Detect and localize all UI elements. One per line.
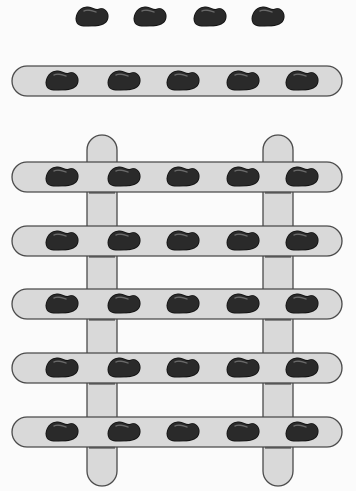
single-stick-bean-2 — [108, 71, 140, 90]
loose-beans — [76, 7, 284, 26]
loose-bean-3-body — [194, 7, 226, 26]
raft-row-4-bean-2-body — [108, 358, 140, 377]
single-stick-group — [12, 66, 342, 96]
single-stick-bean-3-body — [167, 71, 199, 90]
raft-row-4-bean-1 — [46, 358, 78, 377]
single-stick-bean-5-body — [286, 71, 318, 90]
raft-row-1-bean-3 — [167, 167, 199, 186]
raft-row-2-bean-5 — [286, 231, 318, 250]
raft-row-3-bean-4 — [227, 294, 259, 313]
raft-row-4-bean-5 — [286, 358, 318, 377]
raft-row-5-bean-1 — [46, 422, 78, 441]
raft-row-4-bean-3-body — [167, 358, 199, 377]
raft-row-1-bean-1 — [46, 167, 78, 186]
raft-row-3-bean-4-body — [227, 294, 259, 313]
raft-row-3-bean-5 — [286, 294, 318, 313]
raft-row-2-bean-3 — [167, 231, 199, 250]
raft-row-1-bean-1-body — [46, 167, 78, 186]
single-stick-bean-1 — [46, 71, 78, 90]
loose-bean-1 — [76, 7, 108, 26]
raft-row-1-bean-5 — [286, 167, 318, 186]
bean-raft — [12, 135, 342, 486]
raft-row-4-bean-3 — [167, 358, 199, 377]
single-stick-bean-3 — [167, 71, 199, 90]
raft-row-5-bean-1-body — [46, 422, 78, 441]
raft-row-1-bean-2 — [108, 167, 140, 186]
raft-row-1-bean-5-body — [286, 167, 318, 186]
raft-row-5-bean-3 — [167, 422, 199, 441]
single-stick-bean-5 — [286, 71, 318, 90]
raft-row-3 — [12, 289, 342, 320]
loose-bean-4 — [252, 7, 284, 26]
loose-bean-2-body — [134, 7, 166, 26]
raft-row-3-bean-1 — [46, 294, 78, 313]
raft-row-3-bean-5-body — [286, 294, 318, 313]
raft-row-4-bean-4-body — [227, 358, 259, 377]
raft-row-2-bean-2 — [108, 231, 140, 250]
single-stick-bean-1-body — [46, 71, 78, 90]
raft-row-5-bean-5 — [286, 422, 318, 441]
loose-bean-1-body — [76, 7, 108, 26]
raft-row-2-bean-4-body — [227, 231, 259, 250]
raft-row-3-bean-3-body — [167, 294, 199, 313]
raft-row-5-bean-5-body — [286, 422, 318, 441]
raft-row-3-bean-3 — [167, 294, 199, 313]
raft-row-5 — [12, 417, 342, 448]
raft-row-3-bean-2 — [108, 294, 140, 313]
raft-row-2-bean-2-body — [108, 231, 140, 250]
raft-row-2-bean-1 — [46, 231, 78, 250]
raft-row-3-bean-2-body — [108, 294, 140, 313]
single-stick-bean-4-body — [227, 71, 259, 90]
raft-row-5-bean-4-body — [227, 422, 259, 441]
loose-bean-3 — [194, 7, 226, 26]
raft-row-4-bean-4 — [227, 358, 259, 377]
raft-row-5-bean-3-body — [167, 422, 199, 441]
raft-row-5-bean-4 — [227, 422, 259, 441]
raft-row-3-bean-1-body — [46, 294, 78, 313]
raft-row-2 — [12, 226, 342, 257]
single-stick-bean-2-body — [108, 71, 140, 90]
raft-row-1-bean-4-body — [227, 167, 259, 186]
raft-row-4-bean-2 — [108, 358, 140, 377]
raft-row-1-bean-4 — [227, 167, 259, 186]
raft-row-1-bean-2-body — [108, 167, 140, 186]
raft-row-5-bean-2-body — [108, 422, 140, 441]
loose-bean-4-body — [252, 7, 284, 26]
raft-row-2-bean-5-body — [286, 231, 318, 250]
loose-bean-2 — [134, 7, 166, 26]
raft-row-1 — [12, 162, 342, 193]
raft-row-1-bean-3-body — [167, 167, 199, 186]
raft-row-4-bean-5-body — [286, 358, 318, 377]
raft-row-2-bean-4 — [227, 231, 259, 250]
raft-row-2-bean-3-body — [167, 231, 199, 250]
single-stick-bean-4 — [227, 71, 259, 90]
raft-row-5-bean-2 — [108, 422, 140, 441]
raft-row-4-bean-1-body — [46, 358, 78, 377]
raft-row-2-bean-1-body — [46, 231, 78, 250]
raft-row-4 — [12, 353, 342, 384]
